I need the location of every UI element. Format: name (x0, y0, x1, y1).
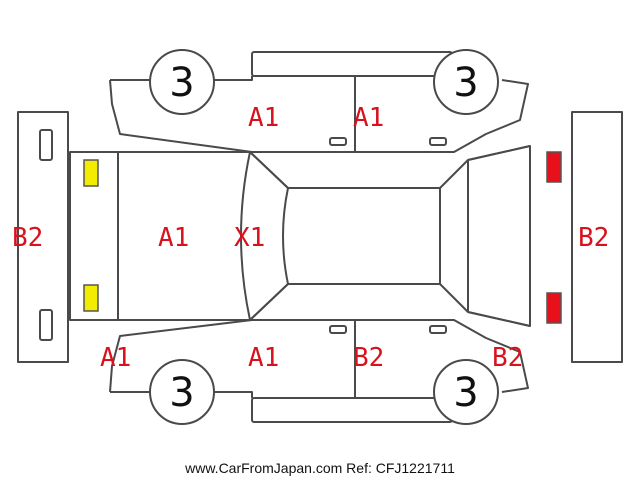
wheel-bottom-right: 3 (433, 359, 499, 425)
label-rear-quarter-left: A1 (100, 343, 131, 373)
label-front-left-door: A1 (353, 103, 384, 133)
wheel-top-right-value: 3 (453, 60, 478, 106)
wheel-bottom-right-value: 3 (453, 370, 478, 416)
label-rear-left-door: A1 (248, 103, 279, 133)
tail-light-bottom (83, 284, 99, 312)
car-body-top-view (69, 145, 531, 327)
label-trunk: A1 (158, 223, 189, 253)
label-rear-window: X1 (234, 223, 265, 253)
wheel-top-left: 3 (149, 49, 215, 115)
wheel-bottom-left: 3 (149, 359, 215, 425)
head-light-bottom (546, 292, 562, 324)
rear-bumper (17, 111, 69, 363)
label-front-right-door: B2 (353, 343, 384, 373)
wheel-top-right: 3 (433, 49, 499, 115)
label-front-bumper: B2 (578, 223, 609, 253)
head-lights (546, 151, 562, 324)
tail-light-top (83, 159, 99, 187)
wheel-bottom-left-value: 3 (169, 370, 194, 416)
label-front-fender-right: B2 (492, 343, 523, 373)
credit-text: www.CarFromJapan.com Ref: CFJ1221711 (184, 460, 455, 476)
label-rear-right-door: A1 (248, 343, 279, 373)
wheel-top-left-value: 3 (169, 60, 194, 106)
tail-lights (83, 159, 99, 312)
label-rear-bumper: B2 (12, 223, 43, 253)
head-light-top (546, 151, 562, 183)
front-bumper (571, 111, 623, 363)
